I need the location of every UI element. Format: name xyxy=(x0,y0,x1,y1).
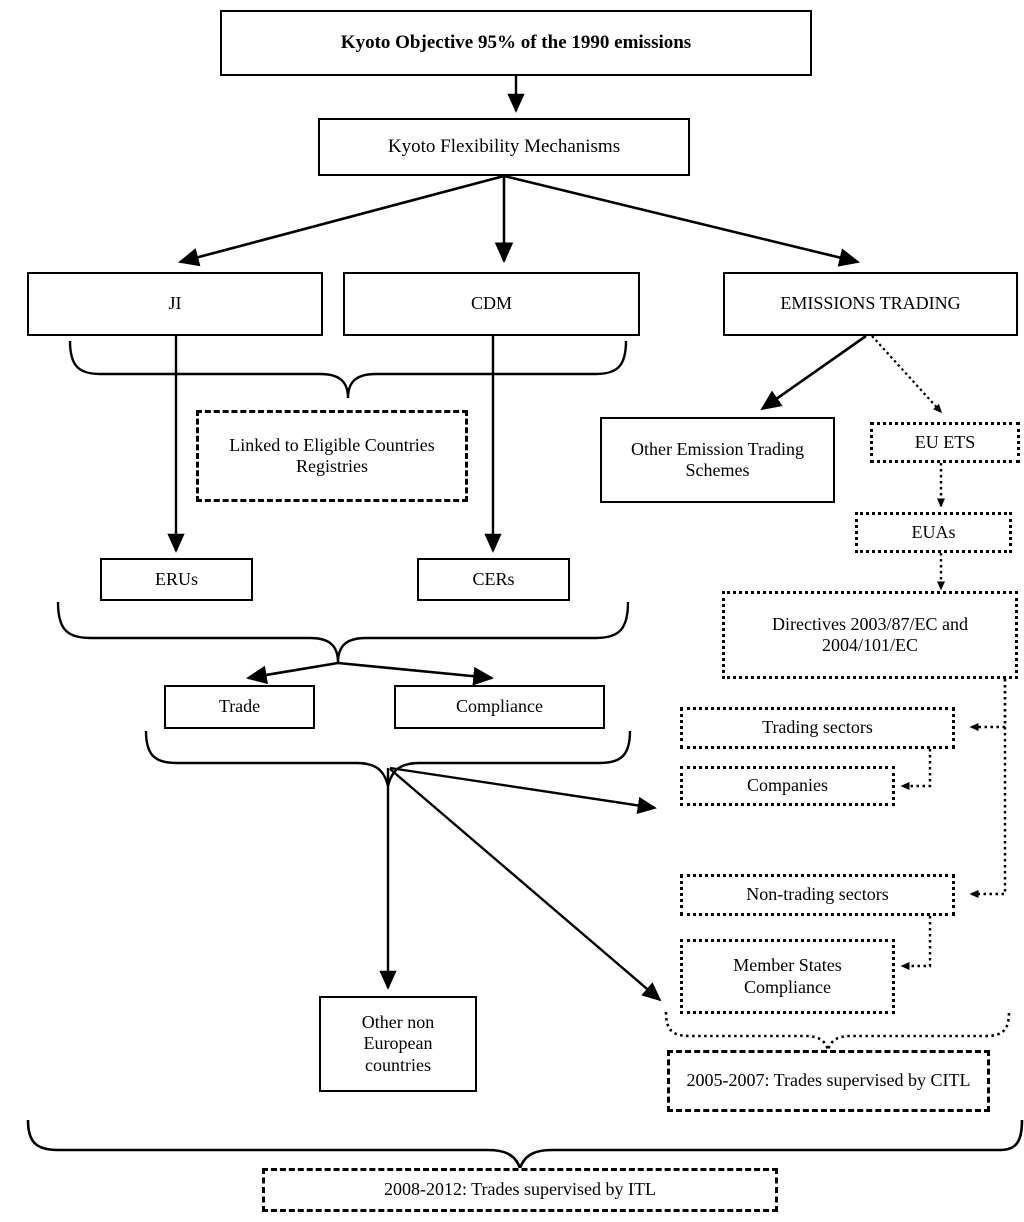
node-cers: CERs xyxy=(417,558,570,601)
node-label: Trade xyxy=(218,696,261,717)
node-erus: ERUs xyxy=(100,558,253,601)
node-label: Trading sectors xyxy=(762,717,873,738)
node-label: CERs xyxy=(472,568,515,589)
node-trade: Trade xyxy=(164,685,315,729)
node-other-emission-trading-schemes: Other Emission Trading Schemes xyxy=(600,417,835,503)
node-compliance: Compliance xyxy=(394,685,605,729)
node-label: Non-trading sectors xyxy=(746,884,889,905)
node-kyoto-objective: Kyoto Objective 95% of the 1990 emission… xyxy=(220,10,812,76)
node-cdm: CDM xyxy=(343,272,640,336)
node-label: Other Emission Trading Schemes xyxy=(630,438,804,480)
node-label: Linked to Eligible Countries Registries xyxy=(229,434,435,476)
node-companies: Companies xyxy=(680,766,895,806)
node-label: EMISSIONS TRADING xyxy=(780,293,961,314)
node-itl: 2008-2012: Trades supervised by ITL xyxy=(262,1168,778,1212)
node-label: Member States Compliance xyxy=(733,955,842,997)
node-euas: EUAs xyxy=(855,512,1012,553)
node-label: ERUs xyxy=(154,568,198,589)
node-label: 2005-2007: Trades supervised by CITL xyxy=(686,1070,971,1091)
node-label: Kyoto Objective 95% of the 1990 emission… xyxy=(340,31,692,53)
node-label: Other non European countries xyxy=(361,1012,435,1075)
node-label: CDM xyxy=(470,293,512,314)
node-label: Companies xyxy=(747,775,828,796)
node-other-non-european-countries: Other non European countries xyxy=(319,996,477,1092)
node-label: EUAs xyxy=(911,521,956,542)
node-label: JI xyxy=(168,293,182,314)
node-trading-sectors: Trading sectors xyxy=(680,707,955,749)
node-label: Kyoto Flexibility Mechanisms xyxy=(387,135,621,157)
node-emissions-trading: EMISSIONS TRADING xyxy=(723,272,1018,336)
node-label: Directives 2003/87/EC and 2004/101/EC xyxy=(772,613,968,655)
node-kyoto-flexibility-mechanisms: Kyoto Flexibility Mechanisms xyxy=(318,118,690,176)
node-member-states-compliance: Member States Compliance xyxy=(680,939,895,1014)
node-citl: 2005-2007: Trades supervised by CITL xyxy=(667,1050,990,1112)
node-label: Compliance xyxy=(456,696,543,717)
node-ji: JI xyxy=(27,272,323,336)
node-non-trading-sectors: Non-trading sectors xyxy=(680,874,955,916)
node-directives: Directives 2003/87/EC and 2004/101/EC xyxy=(722,591,1018,679)
node-linked-to-eligible-countries-registries: Linked to Eligible Countries Registries xyxy=(196,410,468,502)
node-eu-ets: EU ETS xyxy=(870,422,1020,463)
node-label: 2008-2012: Trades supervised by ITL xyxy=(384,1179,656,1200)
node-label: EU ETS xyxy=(914,431,976,452)
